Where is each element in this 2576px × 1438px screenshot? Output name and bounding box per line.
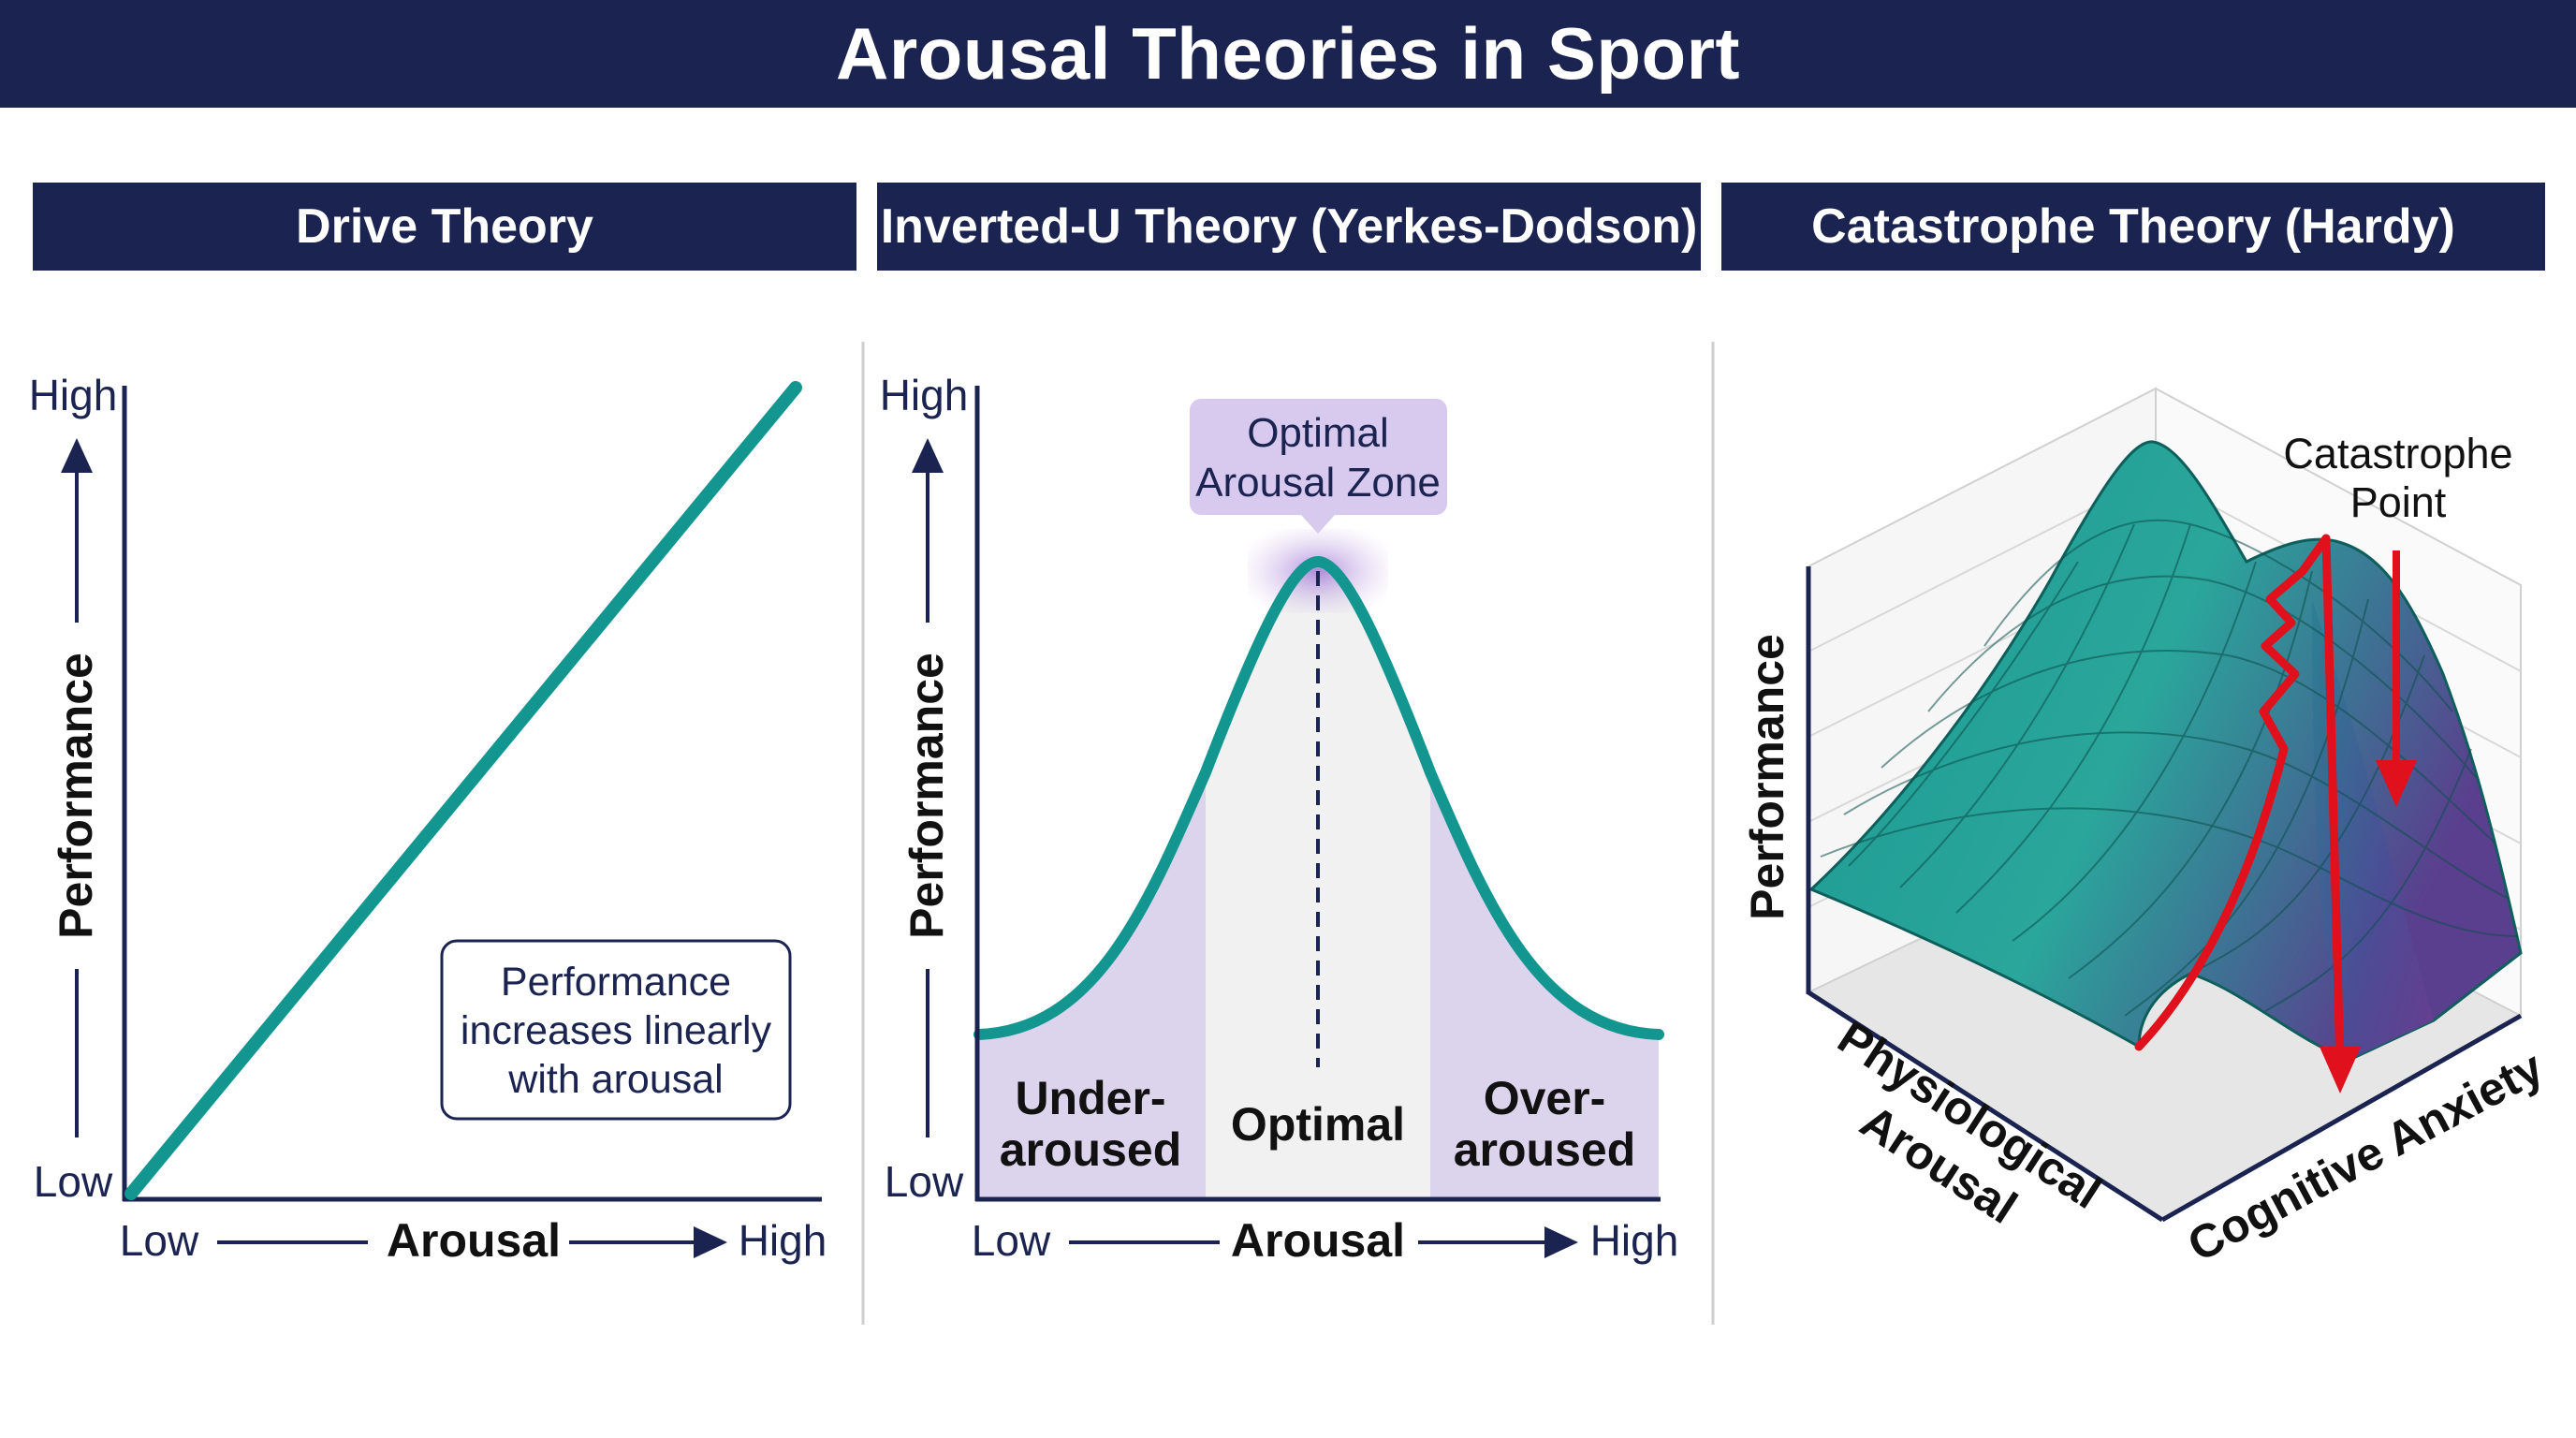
catastrophe-point-label: Point	[2350, 478, 2447, 526]
under-aroused-label: Under-	[1015, 1072, 1165, 1124]
x-axis-label: Arousal	[387, 1214, 561, 1267]
arrow-up-icon	[61, 438, 93, 473]
optimal-label: Optimal	[1231, 1098, 1405, 1151]
y-high-label: High	[880, 371, 969, 419]
x-low-label: Low	[120, 1216, 199, 1265]
y-high-label: High	[29, 371, 118, 419]
optimal-band	[1206, 562, 1430, 1199]
arrow-right-icon	[694, 1226, 727, 1258]
x-high-label: High	[739, 1216, 827, 1265]
note-line: increases linearly	[461, 1008, 772, 1053]
x-axis-label: Arousal	[1231, 1214, 1405, 1267]
page-title: Arousal Theories in Sport	[0, 0, 2576, 108]
cognitive-anxiety-axis	[2160, 1013, 2523, 1223]
catastrophe-point-label: Catastrophe	[2283, 430, 2512, 477]
over-aroused-label: aroused	[1454, 1123, 1636, 1176]
panel-title-catastrophe-theory: Catastrophe Theory (Hardy)	[1721, 183, 2545, 271]
arrow-down-icon	[2320, 1047, 2361, 1093]
note-box	[440, 939, 792, 1121]
optimal-zone-callout	[1190, 399, 1447, 515]
inverted-u-curve	[973, 555, 1664, 1040]
performance-axis-label: Performance	[1741, 634, 1793, 920]
note-line: with arousal	[507, 1057, 723, 1102]
over-aroused-label: Over-	[1484, 1072, 1606, 1124]
arrow-down-icon	[2376, 760, 2417, 807]
y-axis-label: Performance	[900, 653, 953, 939]
x-low-label: Low	[972, 1216, 1051, 1265]
catastrophe-fold	[2312, 599, 2434, 1060]
panel-title-inverted-u-theory: Inverted-U Theory (Yerkes-Dodson)	[877, 183, 1701, 271]
y-axis-label: Performance	[50, 653, 102, 939]
arrow-right-icon	[1544, 1226, 1578, 1258]
callout-line: Arousal Zone	[1195, 460, 1441, 506]
drive-theory-chart: High Low Performance Low Arousal High Pe…	[29, 371, 827, 1267]
linear-performance-line	[124, 381, 802, 1200]
under-aroused-label: aroused	[1000, 1123, 1182, 1176]
y-low-label: Low	[34, 1157, 113, 1206]
callout-line: Optimal	[1247, 410, 1389, 456]
inverted-u-chart: Optimal Arousal Zone Under- aroused Opti…	[880, 371, 1679, 1267]
arrow-up-icon	[912, 438, 944, 473]
catastrophe-path	[2134, 534, 2345, 1072]
catastrophe-chart: Catastrophe Point Performance Physiologi…	[1741, 387, 2552, 1271]
physiological-arousal-axis	[1807, 990, 2164, 1223]
note-line: Performance	[501, 960, 731, 1005]
panel-title-drive-theory: Drive Theory	[33, 183, 856, 271]
y-low-label: Low	[885, 1157, 964, 1206]
x-high-label: High	[1590, 1216, 1679, 1265]
callout-pointer	[1301, 515, 1335, 534]
